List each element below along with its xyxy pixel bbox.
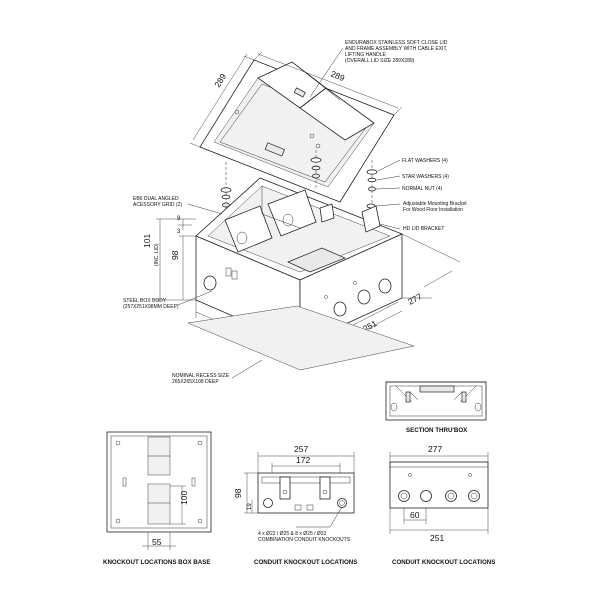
depth-277-label: 277 (406, 291, 423, 307)
side-277-label: 277 (428, 444, 442, 454)
conduit-view-1: 257 172 98 19 4 x Ø22 / Ø25 & 8 x Ø25 / … (233, 444, 357, 566)
bracket-label-line1: Adjustable Mounting Bracket (403, 201, 467, 207)
conduit-98-label: 98 (233, 488, 243, 498)
height-98-label: 98 (170, 250, 180, 260)
flat-washers-label: FLAT WASHERS (4) (402, 158, 448, 164)
normal-nut-label: NORMAL NUT (4) (402, 186, 443, 192)
box-callouts: EB6 DUAL ANGLED ACESSORY GRID (2) STEEL … (123, 196, 223, 310)
lid-callout-line2: AND FRAME ASSEMBLY WITH CABLE EXIT, (345, 46, 447, 52)
lid-dimension-right: 289 (329, 69, 346, 84)
lid-callout-line3: LIFTING HANDLE (345, 52, 387, 58)
box-body-label-line2: (257X251X98MM DEEP) (123, 304, 179, 310)
lid-assembly (199, 59, 395, 203)
box-base-view: 100 55 KNOCKOUT LOCATIONS BOX BASE (103, 431, 212, 566)
conduit-172-label: 172 (296, 455, 310, 465)
conduit-caption-1: CONDUIT KNOCKOUT LOCATIONS (254, 559, 357, 566)
side-251-label: 251 (430, 533, 444, 543)
dimension-3-label: 3 (177, 229, 181, 235)
combo-knockouts-line2: COMBINATION CONDUIT KNOCKOUTS (258, 537, 351, 543)
box-body-label-line1: STEEL BOX BODY (123, 298, 167, 304)
combo-knockouts-line1: 4 x Ø22 / Ø25 & 8 x Ø25 / Ø32 (258, 531, 327, 537)
height-incl-lid-note: (INC. LID) (154, 243, 160, 266)
hd-lid-bracket-label: HD LID BRACKET (403, 226, 444, 232)
conduit-19-label: 19 (247, 503, 253, 510)
lid-callout-line1: ENDURABOX STAINLESS SOFT CLOSE LID (345, 40, 448, 46)
section-view: SECTION THRU'BOX (385, 381, 487, 434)
dimension-9-label: 9 (177, 216, 181, 222)
star-washers-label: STAR WASHERS (4) (402, 174, 449, 180)
hardware-callouts: FLAT WASHERS (4) STAR WASHERS (4) NORMAL… (371, 158, 467, 232)
section-caption: SECTION THRU'BOX (406, 427, 468, 434)
box-height-dimensions: 101 (INC. LID) 98 9 3 (142, 216, 196, 301)
base-55-label: 55 (152, 537, 162, 547)
side-60-label: 60 (410, 510, 420, 520)
conduit-caption-2: CONDUIT KNOCKOUT LOCATIONS (392, 559, 495, 566)
lid-dimension-left: 289 (212, 72, 228, 90)
recess-label-line1: NOMINAL RECESS SIZE (172, 373, 230, 379)
recess-label-line2: 265X265X108 DEEP (172, 379, 219, 385)
height-101-label: 101 (142, 234, 152, 248)
conduit-257-label: 257 (294, 444, 308, 454)
lid-callout-line4: (OVERALL LID SIZE 289X289) (345, 58, 415, 64)
grid-label-line2: ACESSORY GRID (2) (133, 202, 182, 208)
lid-callout: ENDURABOX STAINLESS SOFT CLOSE LID AND F… (309, 40, 448, 98)
conduit-view-2: 277 60 251 CONDUIT KNOCKOUT LOCATIONS (389, 444, 495, 566)
nominal-recess: NOMINAL RECESS SIZE 265X265X108 DEEP (172, 305, 415, 385)
bracket-label-line2: For Wood Floor Installation (403, 207, 463, 213)
base-caption: KNOCKOUT LOCATIONS BOX BASE (103, 559, 210, 566)
grid-label-line1: EB6 DUAL ANGLED (133, 196, 179, 202)
fixing-hardware (220, 150, 378, 228)
base-100-label: 100 (179, 491, 189, 505)
